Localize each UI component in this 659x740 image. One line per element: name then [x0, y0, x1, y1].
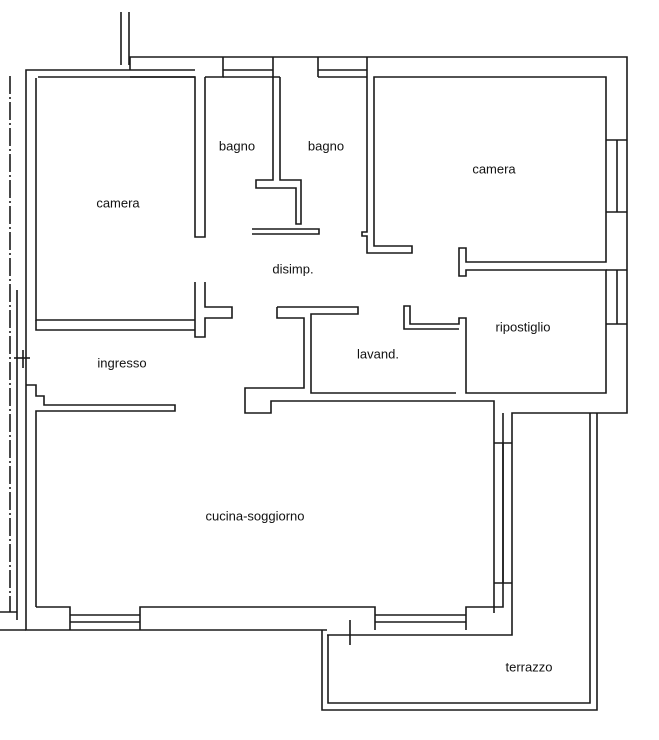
room-label-bagno-2: bagno	[308, 138, 344, 153]
room-label-camera-left: camera	[96, 195, 140, 210]
room-label-disimpegno: disimp.	[272, 261, 313, 276]
room-label-lavanderia: lavand.	[357, 346, 399, 361]
room-labels: camera bagno bagno camera disimp. ripost…	[96, 138, 552, 674]
room-label-cucina-soggiorno: cucina-soggiorno	[205, 508, 304, 523]
room-label-ripostiglio: ripostiglio	[496, 319, 551, 334]
room-label-camera-right: camera	[472, 161, 516, 176]
room-label-terrazzo: terrazzo	[506, 659, 553, 674]
room-label-ingresso: ingresso	[97, 355, 146, 370]
walls	[0, 12, 628, 711]
room-label-bagno-1: bagno	[219, 138, 255, 153]
